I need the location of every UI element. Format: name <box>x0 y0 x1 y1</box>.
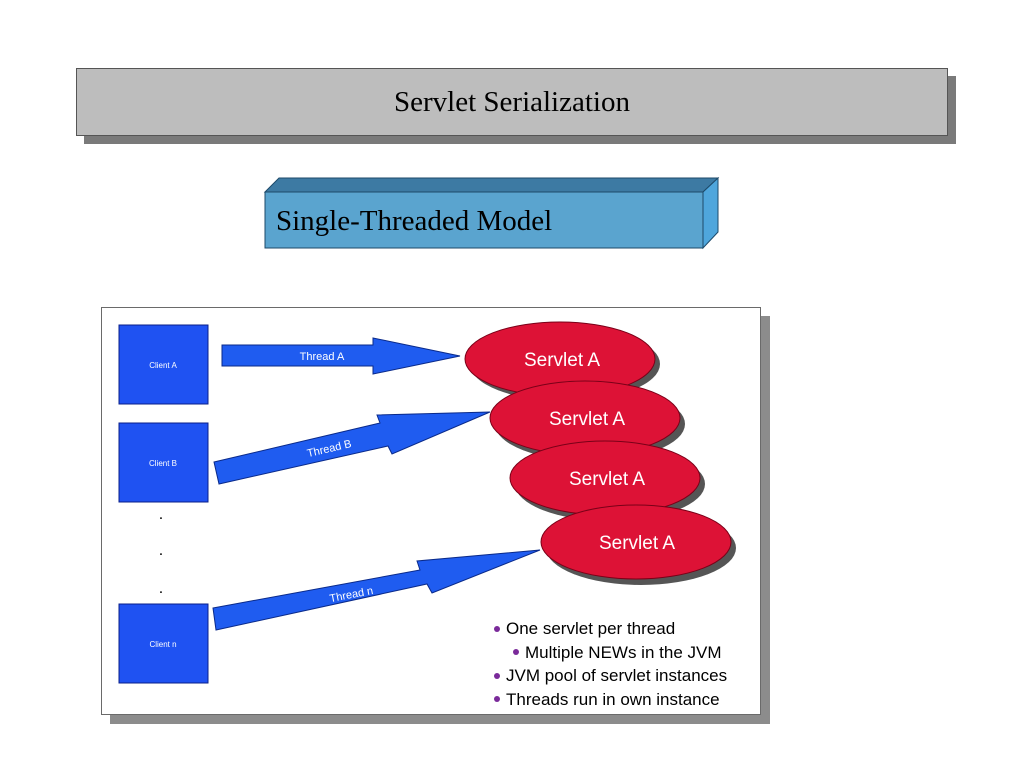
client-b: Client B <box>118 422 209 503</box>
client-a-label: Client A <box>149 361 177 370</box>
ellipsis-dot: . <box>159 542 163 559</box>
bullet-text: Multiple NEWs in the JVM <box>525 642 722 662</box>
bullet-dot-icon <box>494 672 500 679</box>
servlet-3-label: Servlet A <box>569 469 645 490</box>
servlet-3: Servlet A <box>509 440 705 521</box>
ellipsis-dot: . <box>159 580 163 597</box>
bullet-dot-icon <box>494 625 500 632</box>
bullet-item: JVM pool of servlet instances <box>494 664 727 688</box>
thread-a-arrow <box>221 337 461 375</box>
servlet-2-label: Servlet A <box>549 409 625 430</box>
ellipsis-dot: . <box>159 506 163 523</box>
client-a: Client A <box>118 324 209 405</box>
servlet-4-label: Servlet A <box>599 533 675 554</box>
servlet-4: Servlet A <box>540 504 736 585</box>
model-box <box>263 176 720 250</box>
servlet-1-label: Servlet A <box>524 350 600 371</box>
client-n: Client n <box>118 603 209 684</box>
bullet-text: JVM pool of servlet instances <box>506 666 728 685</box>
thread-n-arrow <box>212 549 541 631</box>
thread-a-label: Thread A <box>300 351 345 363</box>
bullet-text: One servlet per thread <box>506 619 676 638</box>
bullet-item: One servlet per thread <box>494 617 727 641</box>
bullet-text: Threads run in own instance <box>506 689 720 709</box>
slide-title: Servlet Serialization <box>76 68 948 136</box>
client-n-label: Client n <box>149 640 176 649</box>
bullet-item: Threads run in own instance <box>494 688 727 712</box>
bullet-list: One servlet per thread Multiple NEWs in … <box>494 617 727 711</box>
model-box-front <box>264 191 704 249</box>
model-label: Single-Threaded Model <box>276 205 553 237</box>
servlet-2: Servlet A <box>489 380 685 461</box>
client-b-label: Client B <box>149 459 177 468</box>
bullet-item: Multiple NEWs in the JVM <box>494 641 727 665</box>
bullet-dot-icon <box>513 649 519 656</box>
thread-b-arrow <box>213 411 491 485</box>
bullet-dot-icon <box>494 696 500 703</box>
